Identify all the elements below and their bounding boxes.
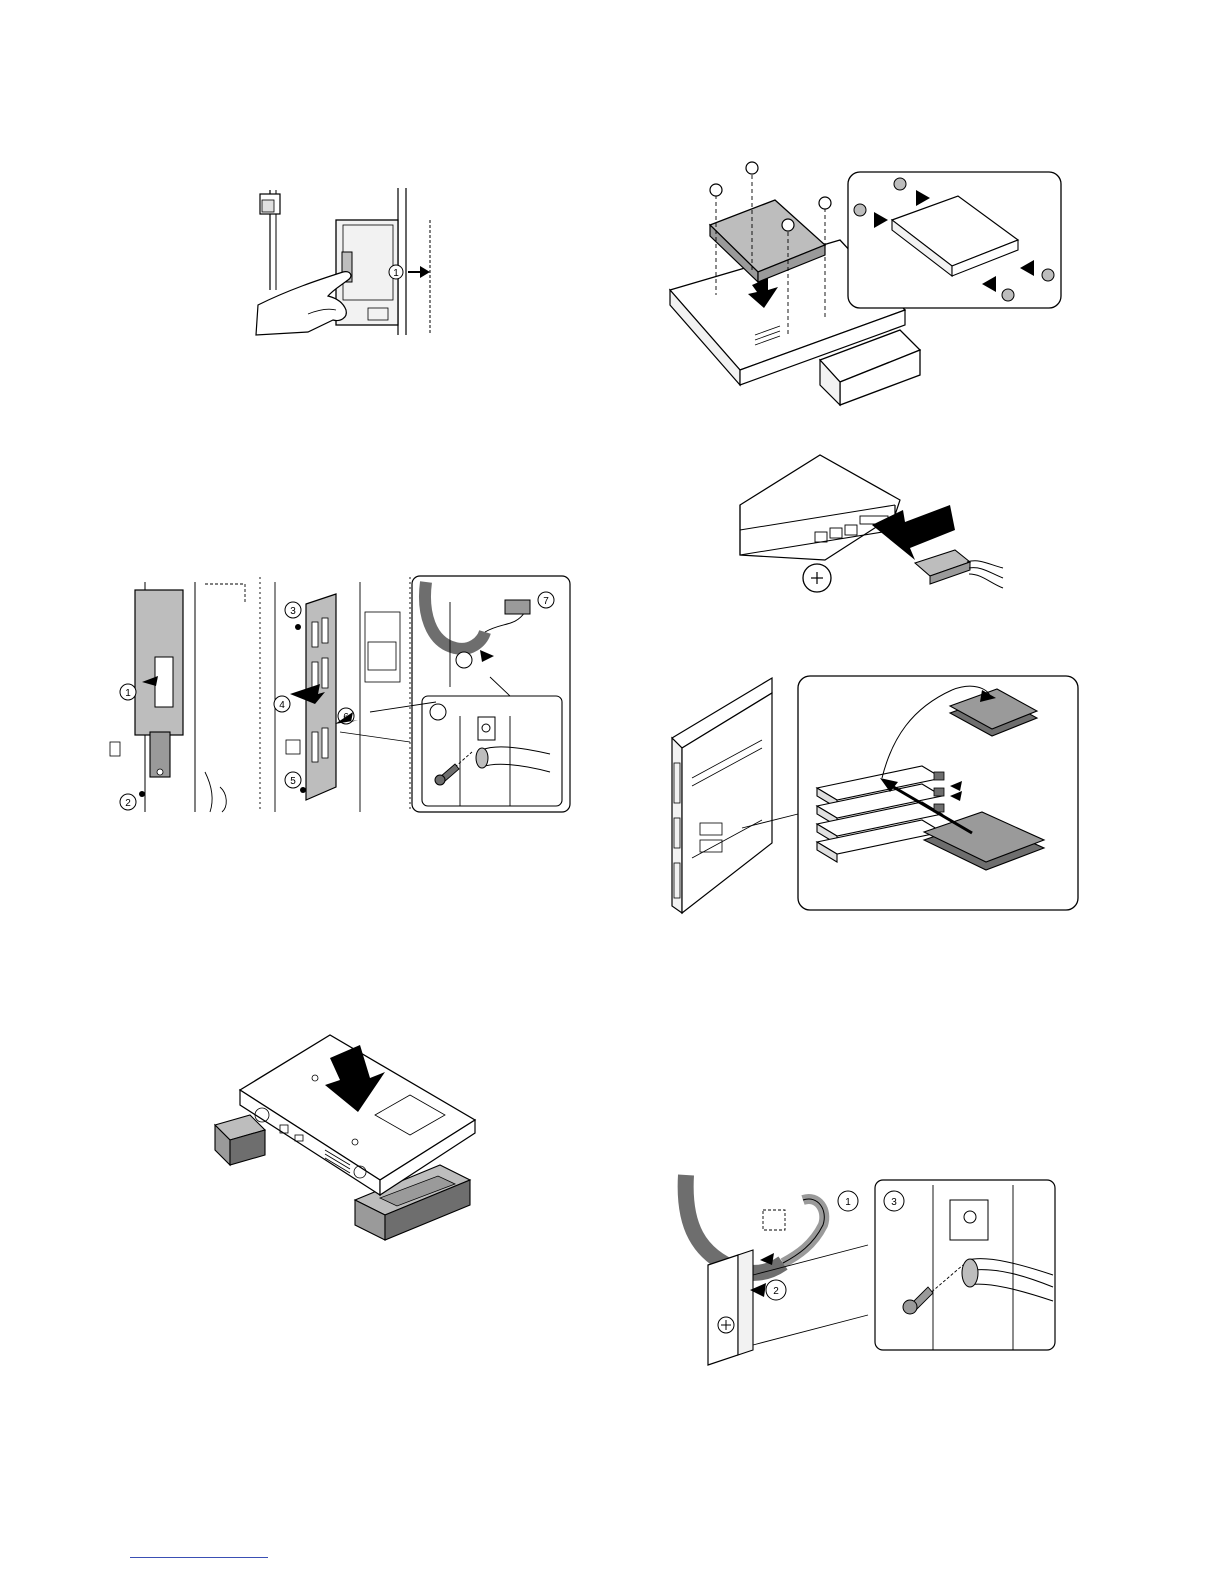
figure-cover-open: 1 — [248, 180, 448, 340]
callout-1-label: 1 — [393, 268, 399, 279]
figure-hdd-place — [210, 1030, 485, 1250]
screw-icon — [300, 787, 306, 793]
screw-icon — [139, 791, 145, 797]
callout-label: 3 — [891, 1197, 897, 1208]
figure-board-removal: 1 2 3 — [110, 572, 575, 817]
reattach-illustration: 1 2 3 — [678, 1165, 1058, 1365]
callout-label: 4 — [279, 700, 285, 711]
connector-illustration — [735, 450, 1005, 610]
hdd-place-illustration — [210, 1030, 485, 1250]
callout-label: 1 — [125, 688, 131, 699]
callout-label: 1 — [845, 1197, 851, 1208]
callout-label: 7 — [543, 596, 549, 607]
callout-label: 3 — [290, 606, 296, 617]
board-removal-illustration: 1 2 3 — [110, 572, 575, 817]
foam-block — [215, 1115, 265, 1165]
figure-connector — [735, 450, 1005, 610]
figure-hdd-mount — [660, 160, 1065, 410]
figure-reattach: 1 2 3 — [678, 1165, 1058, 1365]
cover-open-illustration: 1 — [248, 180, 448, 340]
hdd-mount-illustration — [660, 160, 1065, 410]
callout-label: 2 — [773, 1286, 779, 1297]
footer-link-rule — [130, 1557, 268, 1558]
panel-right-insets: 7 — [370, 576, 570, 812]
screw-icon — [295, 624, 301, 630]
panel-left: 1 2 — [110, 582, 245, 812]
figure-slot-insert — [652, 668, 1082, 918]
callout-label: 5 — [290, 776, 296, 787]
callout-label: 2 — [125, 798, 131, 809]
bracket — [708, 1255, 738, 1365]
panel-middle: 3 4 5 6 — [274, 582, 410, 812]
arrow-right-icon — [420, 266, 430, 278]
slot-insert-illustration — [652, 668, 1082, 918]
